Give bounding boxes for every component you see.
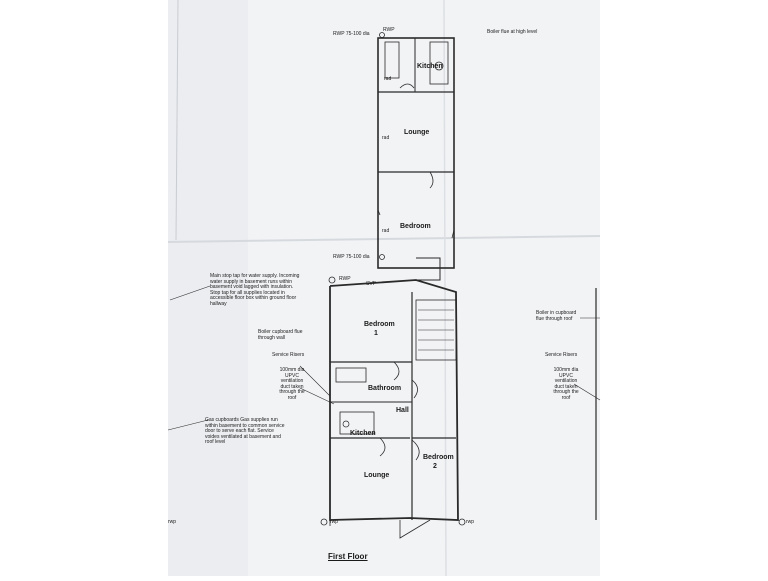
right-boiler-note: Boiler in cupboard flue through roof bbox=[536, 310, 577, 322]
rad-label-upper-1: rad bbox=[384, 76, 392, 82]
rwp-label-mid: RWP 75-100 dia bbox=[333, 254, 370, 260]
ventilation-note: 100mm dia UPVC ventilation duct taken th… bbox=[279, 367, 305, 401]
rwp-tag-upper: RWP bbox=[383, 27, 395, 33]
room-kitchen-first: Kitchen bbox=[350, 430, 376, 437]
paper-crease bbox=[175, 0, 179, 241]
right-service-risers-note: Service Risers bbox=[545, 352, 578, 358]
paper-fold-horizontal bbox=[167, 235, 601, 243]
rwp-bottom-mid: rwp bbox=[330, 519, 339, 525]
paper-shadow-left bbox=[168, 0, 248, 576]
room-bathroom: Bathroom bbox=[368, 385, 402, 392]
room-bedroom-2-number: 2 bbox=[433, 463, 437, 470]
first-floor-title: First Floor bbox=[328, 552, 368, 561]
rwp-tag-first: RWP bbox=[339, 276, 351, 282]
rwp-label-upper: RWP 75-100 dia bbox=[333, 31, 370, 37]
room-bedroom-1-name: Bedroom bbox=[364, 321, 395, 328]
upper-outline bbox=[377, 37, 455, 269]
service-risers-note: Service Risers bbox=[272, 352, 305, 358]
stop-tap-note: Main stop tap for water supply. Incoming… bbox=[210, 273, 300, 307]
gas-cupboards-note: Gas cupboards Gas supplies run within ba… bbox=[205, 417, 285, 446]
boiler-flue-note: Boiler flue at high level bbox=[487, 29, 538, 35]
boiler-cupboard-note: Boiler cupboard flue through wall bbox=[258, 329, 303, 341]
upper-floor-plan bbox=[377, 32, 455, 281]
rwp-bottom-right: rwp bbox=[466, 519, 475, 525]
right-ventilation-note: 100mm dia UPVC ventilation duct taken th… bbox=[553, 367, 579, 401]
room-bedroom-1-number: 1 bbox=[374, 330, 378, 337]
room-lounge-first: Lounge bbox=[364, 472, 390, 479]
room-bedroom-2-name: Bedroom bbox=[423, 454, 454, 461]
first-floor-plan bbox=[167, 276, 601, 539]
room-lounge-upper: Lounge bbox=[404, 129, 430, 136]
svp-tag-first: SVP bbox=[366, 281, 377, 287]
room-kitchen-upper: Kitchen bbox=[417, 63, 443, 70]
room-bedroom-upper: Bedroom bbox=[400, 223, 431, 230]
rad-label-upper-2: rad bbox=[382, 135, 390, 141]
rwp-bottom-left: rwp bbox=[168, 519, 177, 525]
room-hall: Hall bbox=[396, 407, 409, 414]
rad-label-upper-3: rad bbox=[382, 228, 390, 234]
